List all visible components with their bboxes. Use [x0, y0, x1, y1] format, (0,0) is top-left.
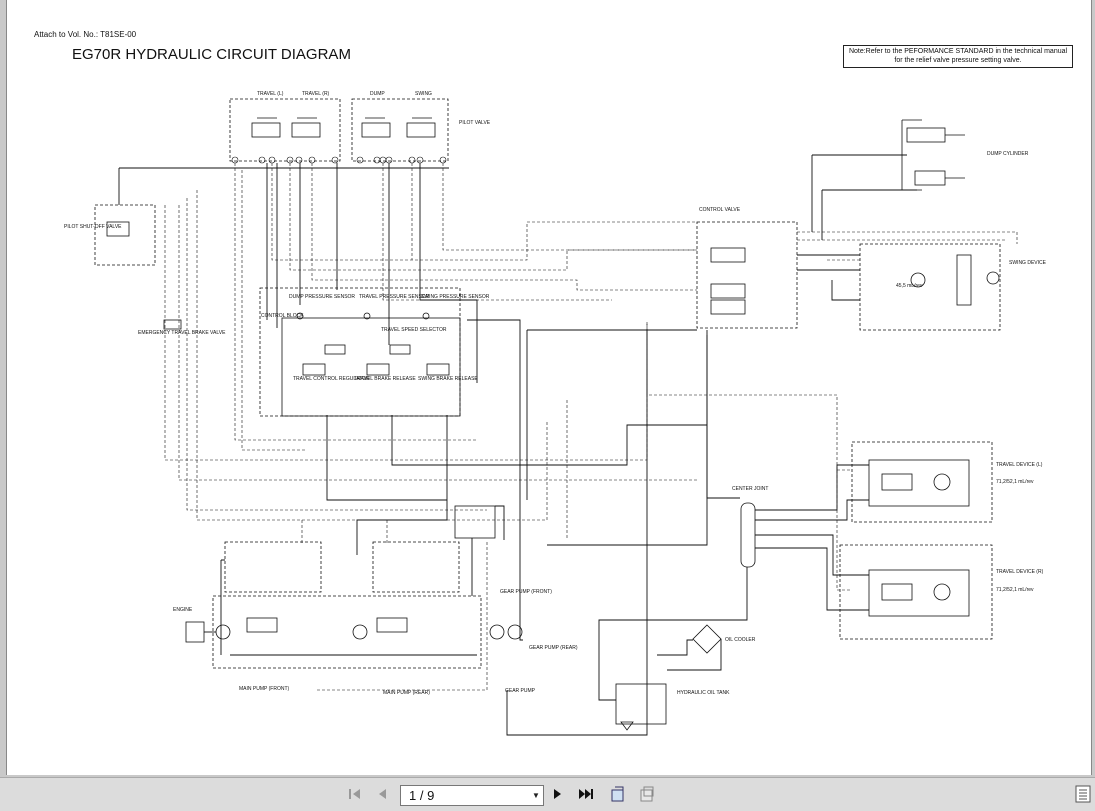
- chevron-down-icon: ▼: [532, 791, 540, 800]
- label-travel-l: TRAVEL (L): [257, 91, 284, 97]
- note-line-1: Note:Refer to the PEFORMANCE STANDARD in…: [848, 48, 1068, 55]
- label-swing-pressure-sensor: SWING PRESSURE SENSOR: [421, 294, 490, 300]
- label-dump: DUMP: [370, 91, 385, 97]
- label-pilot-valve: PILOT VALVE: [459, 120, 491, 126]
- label-hydraulic-oil-tank: HYDRAULIC OIL TANK: [677, 690, 730, 696]
- attach-note: Attach to Vol. No.: T81SE-00: [34, 30, 137, 39]
- label-travel-r: TRAVEL (R): [302, 91, 330, 97]
- last-page-icon: [579, 789, 593, 799]
- label-control-block: CONTROL BLOCK: [261, 313, 304, 319]
- label-swing-device: SWING DEVICE: [1009, 260, 1047, 266]
- label-center-joint: CENTER JOINT: [732, 486, 768, 492]
- fit-width-button[interactable]: [636, 784, 656, 804]
- pdf-toolbar: 1 / 9 ▼: [0, 777, 1095, 811]
- label-travel-device-l: TRAVEL DEVICE (L): [996, 462, 1043, 468]
- page-selector[interactable]: 1 / 9 ▼: [400, 785, 544, 806]
- previous-page-icon: [379, 789, 386, 799]
- label-control-valve: CONTROL VALVE: [699, 207, 741, 213]
- label-dump-cylinder: DUMP CYLINDER: [987, 151, 1029, 157]
- page-indicator: 1 / 9: [409, 788, 435, 803]
- document-page: Attach to Vol. No.: T81SE-00 EG70R HYDRA…: [6, 0, 1092, 775]
- label-travel-control-regulator: TRAVEL CONTROL REGULATOR: [293, 376, 370, 382]
- next-page-button[interactable]: [548, 784, 568, 804]
- list-icon: [1075, 785, 1091, 803]
- label-dump-pressure-sensor: DUMP PRESSURE SENSOR: [289, 294, 355, 300]
- label-travel-brake-release: TRAVEL BRAKE RELEASE: [354, 376, 416, 382]
- page-title: EG70R HYDRAULIC CIRCUIT DIAGRAM: [72, 46, 351, 63]
- label-travel-pressure-sensor: TRAVEL PRESSURE SENSOR: [359, 294, 430, 300]
- sidebar-toggle-button[interactable]: [1073, 784, 1093, 804]
- label-disp-swing: 45,5 mL/rev: [896, 283, 923, 289]
- label-disp-travel-l: 71,2/52,1 mL/rev: [996, 479, 1034, 485]
- label-gear-pump: GEAR PUMP: [505, 688, 536, 694]
- last-page-button[interactable]: [576, 784, 596, 804]
- first-page-icon: [349, 789, 360, 799]
- label-main-pump-front: MAIN PUMP (FRONT): [239, 686, 290, 692]
- label-swing: SWING: [415, 91, 432, 97]
- note-box: Note:Refer to the PEFORMANCE STANDARD in…: [843, 45, 1073, 68]
- fit-page-icon: [611, 786, 624, 802]
- first-page-button[interactable]: [345, 784, 365, 804]
- label-gear-pump-rear: GEAR PUMP (REAR): [529, 645, 578, 651]
- label-pilot-shutoff-valve: PILOT SHUT-OFF VALVE: [64, 224, 122, 230]
- label-travel-device-r: TRAVEL DEVICE (R): [996, 569, 1044, 575]
- label-disp-travel-r: 71,2/52,1 mL/rev: [996, 587, 1034, 593]
- previous-page-button[interactable]: [372, 784, 392, 804]
- label-swing-brake-release: SWING BRAKE RELEASE: [418, 376, 478, 382]
- note-line-2: for the relief valve pressure setting va…: [894, 57, 1022, 64]
- fit-width-icon: [640, 786, 654, 802]
- label-oil-cooler: OIL COOLER: [725, 637, 756, 643]
- label-gear-pump-front: GEAR PUMP (FRONT): [500, 589, 552, 595]
- label-travel-speed-selector: TRAVEL SPEED SELECTOR: [381, 327, 447, 333]
- label-engine: ENGINE: [173, 607, 193, 613]
- label-emergency-travel-brake-valve: EMERGENCY TRAVEL BRAKE VALVE: [138, 330, 226, 336]
- next-page-icon: [554, 789, 561, 799]
- hydraulic-circuit-diagram: TRAVEL (L) TRAVEL (R) DUMP SWING PILOT V…: [64, 91, 1047, 736]
- fit-page-button[interactable]: [608, 784, 628, 804]
- label-main-pump-rear: MAIN PUMP (REAR): [383, 690, 430, 696]
